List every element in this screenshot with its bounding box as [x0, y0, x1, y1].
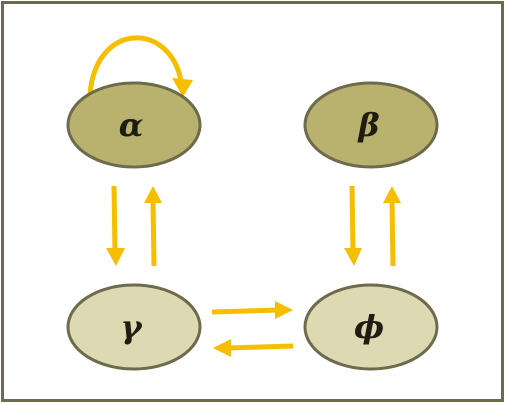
- edge-gamma-to-alpha: [150, 199, 157, 267]
- edge-alpha-self-loop: [87, 35, 185, 96]
- node-beta: β: [303, 81, 439, 169]
- edge-alpha-self-loop-arrowhead: [172, 78, 193, 97]
- edge-beta-to-phi-arrowhead: [344, 248, 362, 266]
- edge-alpha-to-gamma-arrowhead: [106, 248, 125, 266]
- node-phi: ϕ: [303, 283, 439, 371]
- edge-phi-to-beta: [389, 199, 396, 267]
- edge-alpha-to-gamma: [111, 185, 118, 253]
- edge-gamma-to-alpha-arrowhead: [144, 186, 162, 203]
- node-beta-label: β: [357, 106, 379, 144]
- node-alpha: α: [66, 81, 202, 169]
- edge-gamma-to-phi: [211, 307, 279, 315]
- edge-phi-to-gamma-arrowhead: [213, 339, 231, 357]
- edge-beta-to-phi: [349, 185, 356, 253]
- edge-phi-to-gamma: [227, 343, 294, 351]
- node-gamma: γ: [66, 283, 202, 371]
- node-alpha-label: α: [119, 106, 144, 144]
- edge-phi-to-beta-arrowhead: [383, 186, 401, 203]
- node-phi-label: ϕ: [354, 308, 384, 346]
- node-gamma-label: γ: [120, 308, 143, 346]
- edge-gamma-to-phi-arrowhead: [275, 301, 293, 319]
